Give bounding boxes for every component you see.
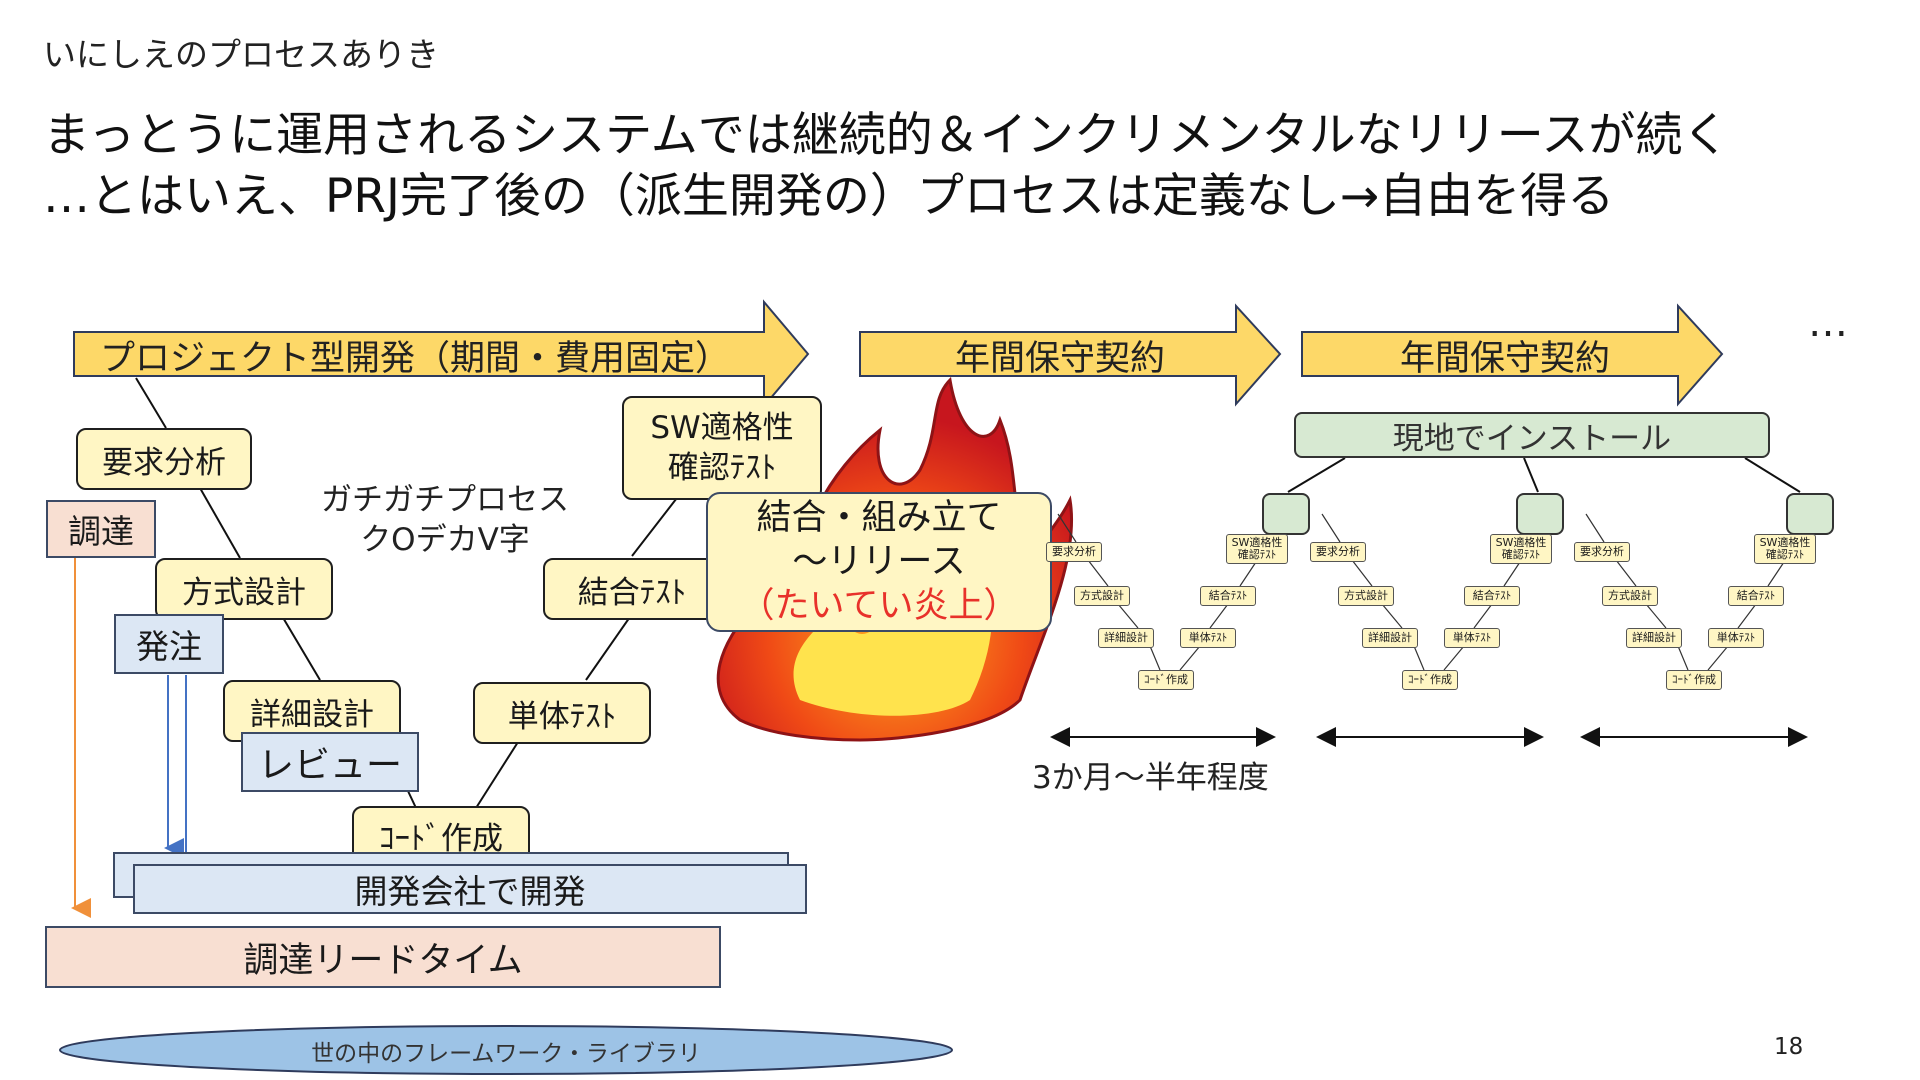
section-title: いにしえのプロセスありき bbox=[43, 35, 439, 74]
install-node-2 bbox=[1516, 493, 1564, 535]
mini-architecture-box: 方式設計 bbox=[1338, 586, 1394, 606]
mini-unit-test-box: 単体ﾃｽﾄ bbox=[1180, 628, 1236, 648]
maintenance2-phase-arrow bbox=[1301, 303, 1724, 407]
release-line3: （たいてい炎上） bbox=[739, 586, 1019, 626]
v-caption-line2: クOデカV字 bbox=[360, 522, 530, 558]
foundation-label: 世の中のフレームワーク・ライブラリ bbox=[311, 1041, 701, 1067]
mini-sw-test-line2: 確認ﾃｽﾄ bbox=[1237, 548, 1277, 561]
mini-sw-test-line1: SW適格性 bbox=[1495, 536, 1547, 549]
foundation-ellipse bbox=[59, 1025, 953, 1075]
requirements-box: 要求分析 bbox=[76, 428, 252, 490]
mini-sw-test-line2: 確認ﾃｽﾄ bbox=[1501, 548, 1541, 561]
page-title: まっとうに運用されるシステムでは継続的＆インクリメンタルなリリースが続く …とは… bbox=[43, 105, 1729, 227]
mini-unit-test-box: 単体ﾃｽﾄ bbox=[1708, 628, 1764, 648]
period-label: 3か月～半年程度 bbox=[1032, 760, 1269, 796]
maintenance1-phase-arrow bbox=[859, 303, 1282, 407]
mini-v-lines bbox=[1057, 513, 1785, 671]
title-line-1: まっとうに運用されるシステムでは継続的＆インクリメンタルなリリースが続く bbox=[43, 108, 1730, 163]
install-tree-lines bbox=[1287, 457, 1801, 493]
mini-requirements-box: 要求分析 bbox=[1574, 542, 1630, 562]
mini-architecture-box: 方式設計 bbox=[1074, 586, 1130, 606]
install-node-3 bbox=[1786, 493, 1834, 535]
v-model-caption: ガチガチプロセス クOデカV字 bbox=[310, 480, 580, 560]
mini-integration-test-box: 結合ﾃｽﾄ bbox=[1728, 586, 1784, 606]
v-caption-line1: ガチガチプロセス bbox=[321, 482, 569, 518]
mini-integration-test-box: 結合ﾃｽﾄ bbox=[1200, 586, 1256, 606]
project-phase-arrow bbox=[73, 299, 810, 409]
sw-test-line2: 確認ﾃｽﾄ bbox=[667, 450, 777, 486]
more-phases-ellipsis: … bbox=[1808, 300, 1848, 346]
page-number: 18 bbox=[1774, 1034, 1804, 1060]
mini-sw-test-box: SW適格性 確認ﾃｽﾄ bbox=[1226, 534, 1288, 564]
title-line-2: …とはいえ、PRJ完了後の（派生開発の）プロセスは定義なし→自由を得る bbox=[43, 169, 1615, 224]
mini-coding-box: ｺｰﾄﾞ作成 bbox=[1666, 670, 1722, 690]
mini-sw-test-line2: 確認ﾃｽﾄ bbox=[1765, 548, 1805, 561]
mini-detailed-design-box: 詳細設計 bbox=[1098, 628, 1154, 648]
review-box: レビュー bbox=[241, 732, 419, 792]
architecture-box: 方式設計 bbox=[155, 558, 333, 620]
install-box: 現地でインストール bbox=[1294, 412, 1770, 458]
dev-company-front-box: 開発会社で開発 bbox=[133, 864, 807, 914]
mini-coding-box: ｺｰﾄﾞ作成 bbox=[1138, 670, 1194, 690]
release-line2: ～リリース bbox=[792, 542, 966, 582]
maintenance1-phase-label: 年間保守契約 bbox=[955, 339, 1166, 379]
mini-integration-test-box: 結合ﾃｽﾄ bbox=[1464, 586, 1520, 606]
release-line1: 結合・組み立て bbox=[756, 498, 1002, 538]
mini-detailed-design-box: 詳細設計 bbox=[1362, 628, 1418, 648]
mini-detailed-design-box: 詳細設計 bbox=[1626, 628, 1682, 648]
procure-box: 調達 bbox=[46, 500, 156, 558]
mini-sw-test-line1: SW適格性 bbox=[1231, 536, 1283, 549]
project-phase-label: プロジェクト型開発（期間・費用固定） bbox=[100, 339, 731, 379]
lead-time-box: 調達リードタイム bbox=[45, 926, 721, 988]
integration-test-box: 結合ﾃｽﾄ bbox=[543, 558, 721, 620]
mini-sw-test-box: SW適格性 確認ﾃｽﾄ bbox=[1490, 534, 1552, 564]
detailed-design-box: 詳細設計 bbox=[223, 680, 401, 742]
mini-requirements-box: 要求分析 bbox=[1046, 542, 1102, 562]
sw-test-box: SW適格性 確認ﾃｽﾄ bbox=[622, 396, 822, 500]
order-box: 発注 bbox=[114, 614, 224, 674]
install-node-1 bbox=[1262, 493, 1310, 535]
sw-test-line1: SW適格性 bbox=[650, 410, 794, 446]
release-box: 結合・組み立て ～リリース （たいてい炎上） bbox=[706, 492, 1052, 632]
mini-sw-test-line1: SW適格性 bbox=[1759, 536, 1811, 549]
mini-sw-test-box: SW適格性 確認ﾃｽﾄ bbox=[1754, 534, 1816, 564]
unit-test-box: 単体ﾃｽﾄ bbox=[473, 682, 651, 744]
maintenance2-phase-label: 年間保守契約 bbox=[1400, 339, 1611, 379]
mini-coding-box: ｺｰﾄﾞ作成 bbox=[1402, 670, 1458, 690]
mini-architecture-box: 方式設計 bbox=[1602, 586, 1658, 606]
mini-unit-test-box: 単体ﾃｽﾄ bbox=[1444, 628, 1500, 648]
mini-requirements-box: 要求分析 bbox=[1310, 542, 1366, 562]
